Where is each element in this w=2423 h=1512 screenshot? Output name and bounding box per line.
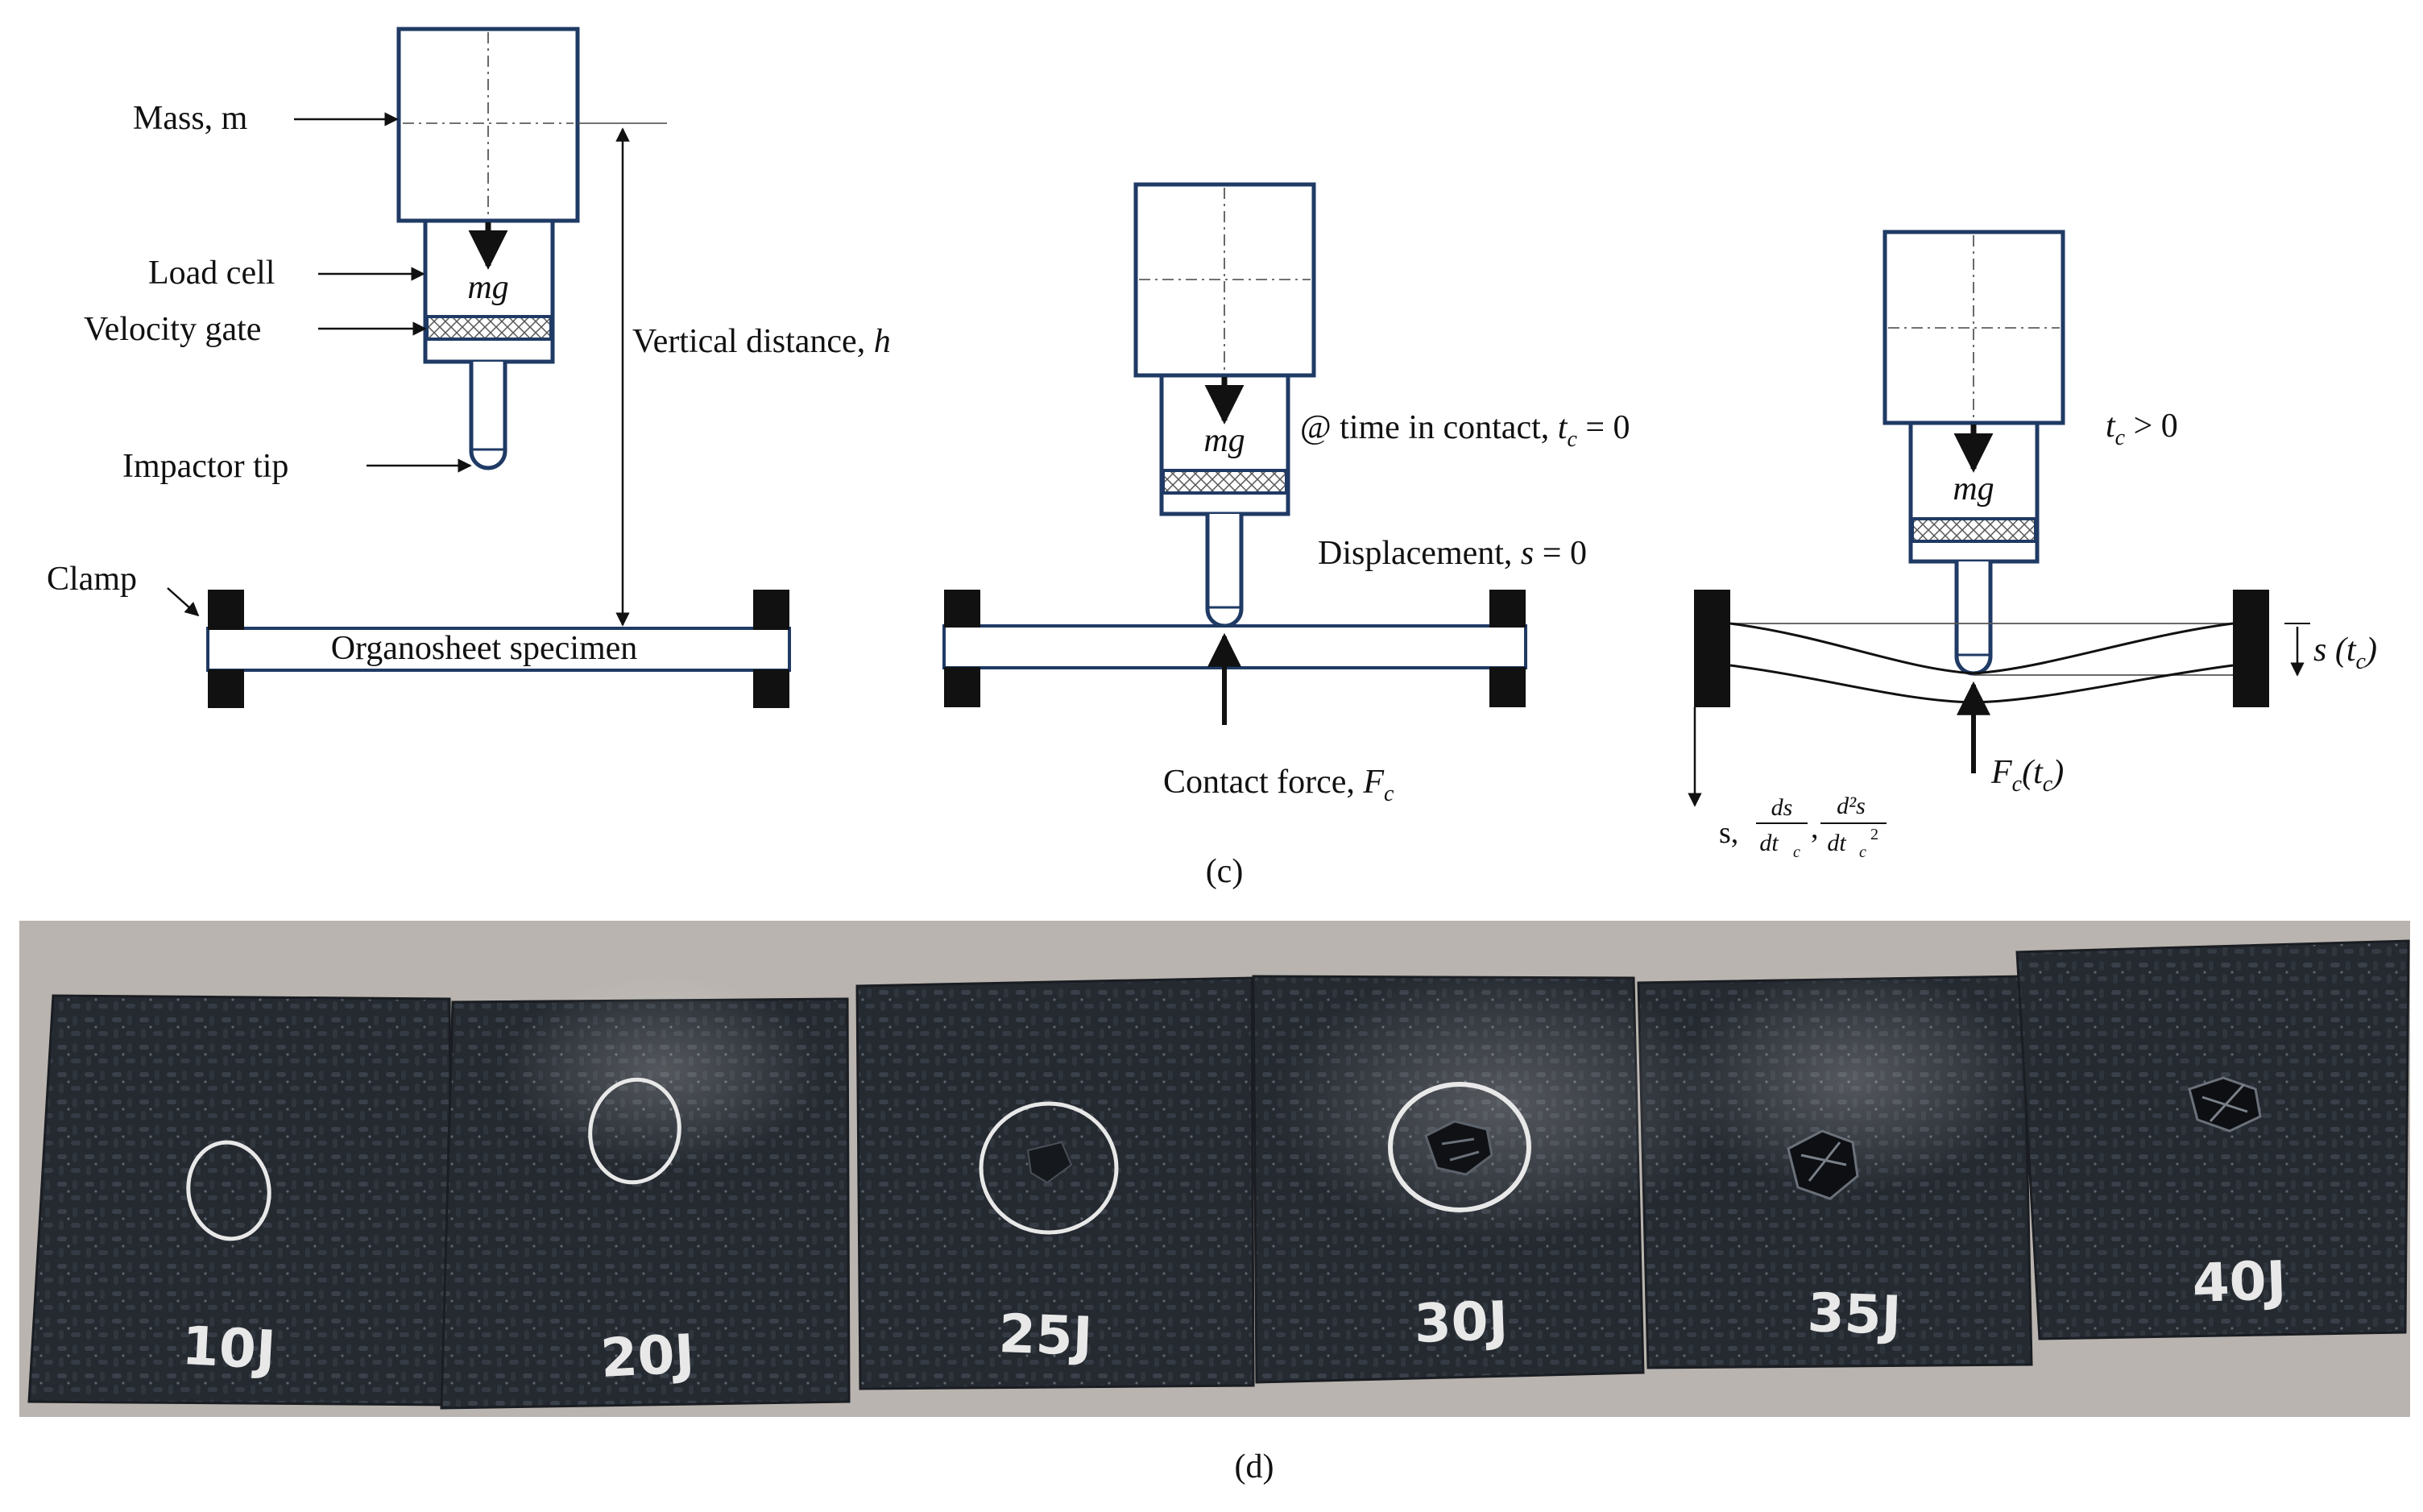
derivative2-denominator: dt <box>1827 830 1846 856</box>
clamp-left-3 <box>1694 590 1730 707</box>
panel-c: mg Organosheet specimen Vertical distanc… <box>47 27 2377 890</box>
deflected-specimen-top <box>1729 622 2234 675</box>
impact-damage-40j <box>2188 1076 2262 1133</box>
energy-label-20j: 20J <box>599 1323 696 1390</box>
derivative1-denominator-sub: c <box>1793 843 1800 861</box>
reaction-force-label: Fc(tc) <box>1990 754 2064 797</box>
weight-label-1: mg <box>467 269 508 306</box>
impact-circle-10j <box>186 1140 271 1241</box>
stage-1-setup: mg Organosheet specimen Vertical distanc… <box>47 27 891 708</box>
derivative-s: s, <box>1719 816 1738 850</box>
impact-circle-20j <box>588 1077 681 1185</box>
photo-glare-2 <box>1675 967 2030 1192</box>
specimen-bar-2 <box>942 624 1527 669</box>
impactor-tip-label: Impactor tip <box>122 448 288 485</box>
impact-circle-25j <box>979 1101 1119 1235</box>
derivative2-denominator-sup: 2 <box>1870 826 1878 843</box>
impact-damage-35j <box>1787 1129 1859 1200</box>
energy-label-30j: 30J <box>1413 1290 1509 1355</box>
weight-label-2: mg <box>1203 422 1245 459</box>
impact-circle-30j <box>1388 1082 1531 1212</box>
derivative2-denominator-sub: c <box>1859 843 1866 861</box>
impact-damage-30j <box>1424 1120 1493 1176</box>
panel-d-caption: (d) <box>1235 1448 1274 1485</box>
clamp-bottom-left-1 <box>208 669 244 708</box>
impactor-rod-3 <box>1954 561 1993 676</box>
clamp-top-left-2 <box>944 590 980 628</box>
stage-2-contact: mg @ time in contact, tc = 0 Displacemen… <box>942 182 1630 806</box>
load-cell-label: Load cell <box>148 255 275 292</box>
panel-d: 10J 20J 25J 30J 35J 40J (d) <box>19 921 2410 1485</box>
mass-label: Mass, m <box>133 100 248 137</box>
velocity-gate-band-3 <box>1911 517 2037 543</box>
clamp-right-3 <box>2233 590 2269 707</box>
photo-glare-1 <box>1273 967 1724 1241</box>
clamp-top-right-2 <box>1489 590 1526 628</box>
specimen-label: Organosheet specimen <box>331 630 638 667</box>
velocity-gate-band <box>425 315 553 341</box>
stage-3-time-label: tc > 0 <box>2106 408 2178 450</box>
impactor-rod <box>469 362 507 470</box>
time-in-contact-label: @ time in contact, tc = 0 <box>1300 409 1630 452</box>
clamp-top-right-1 <box>753 590 789 630</box>
velocity-gate-band-2 <box>1162 469 1288 495</box>
impact-damage-25j <box>1026 1141 1073 1184</box>
displacement-label: Displacement, s = 0 <box>1318 535 1587 572</box>
clamp-bottom-right-1 <box>753 669 789 708</box>
kinematics-derivatives: s, ds dt c , d²s dt c 2 <box>1719 793 1887 861</box>
energy-label-40j: 40J <box>2191 1249 2287 1315</box>
derivative1-numerator: ds <box>1771 794 1793 821</box>
contact-force-label: Contact force, Fc <box>1163 764 1394 806</box>
panel-c-caption: (c) <box>1206 853 1244 890</box>
energy-label-35j: 35J <box>1807 1282 1903 1347</box>
specimen-photo-row <box>27 939 2410 1410</box>
energy-label-10j: 10J <box>180 1315 277 1382</box>
derivative1-denominator: dt <box>1759 830 1779 856</box>
clamp-bottom-right-2 <box>1489 667 1526 707</box>
derivative-comma: , <box>1811 811 1819 845</box>
vertical-distance-label: Vertical distance, h <box>632 323 891 360</box>
specimen-plate-3 <box>855 976 1255 1390</box>
photo-glare-3 <box>499 975 822 1168</box>
weight-label-3: mg <box>1953 470 1994 507</box>
deflection-label: s (tc) <box>2313 632 2377 674</box>
clamp-top-left-1 <box>208 590 244 630</box>
velocity-gate-label: Velocity gate <box>84 311 261 348</box>
clamp-pointer <box>167 587 200 617</box>
stage-3-deflection: mg s (tc) Fc(tc) tc > 0 s, ds <box>1688 230 2377 861</box>
specimen-bar-1 <box>206 627 791 672</box>
specimen-plate-6 <box>2015 939 2410 1340</box>
derivative2-numerator: d²s <box>1837 793 1866 819</box>
energy-label-25j: 25J <box>998 1303 1094 1368</box>
clamp-label: Clamp <box>47 561 137 598</box>
clamp-bottom-left-2 <box>944 667 980 707</box>
impactor-rod-2 <box>1205 514 1244 628</box>
